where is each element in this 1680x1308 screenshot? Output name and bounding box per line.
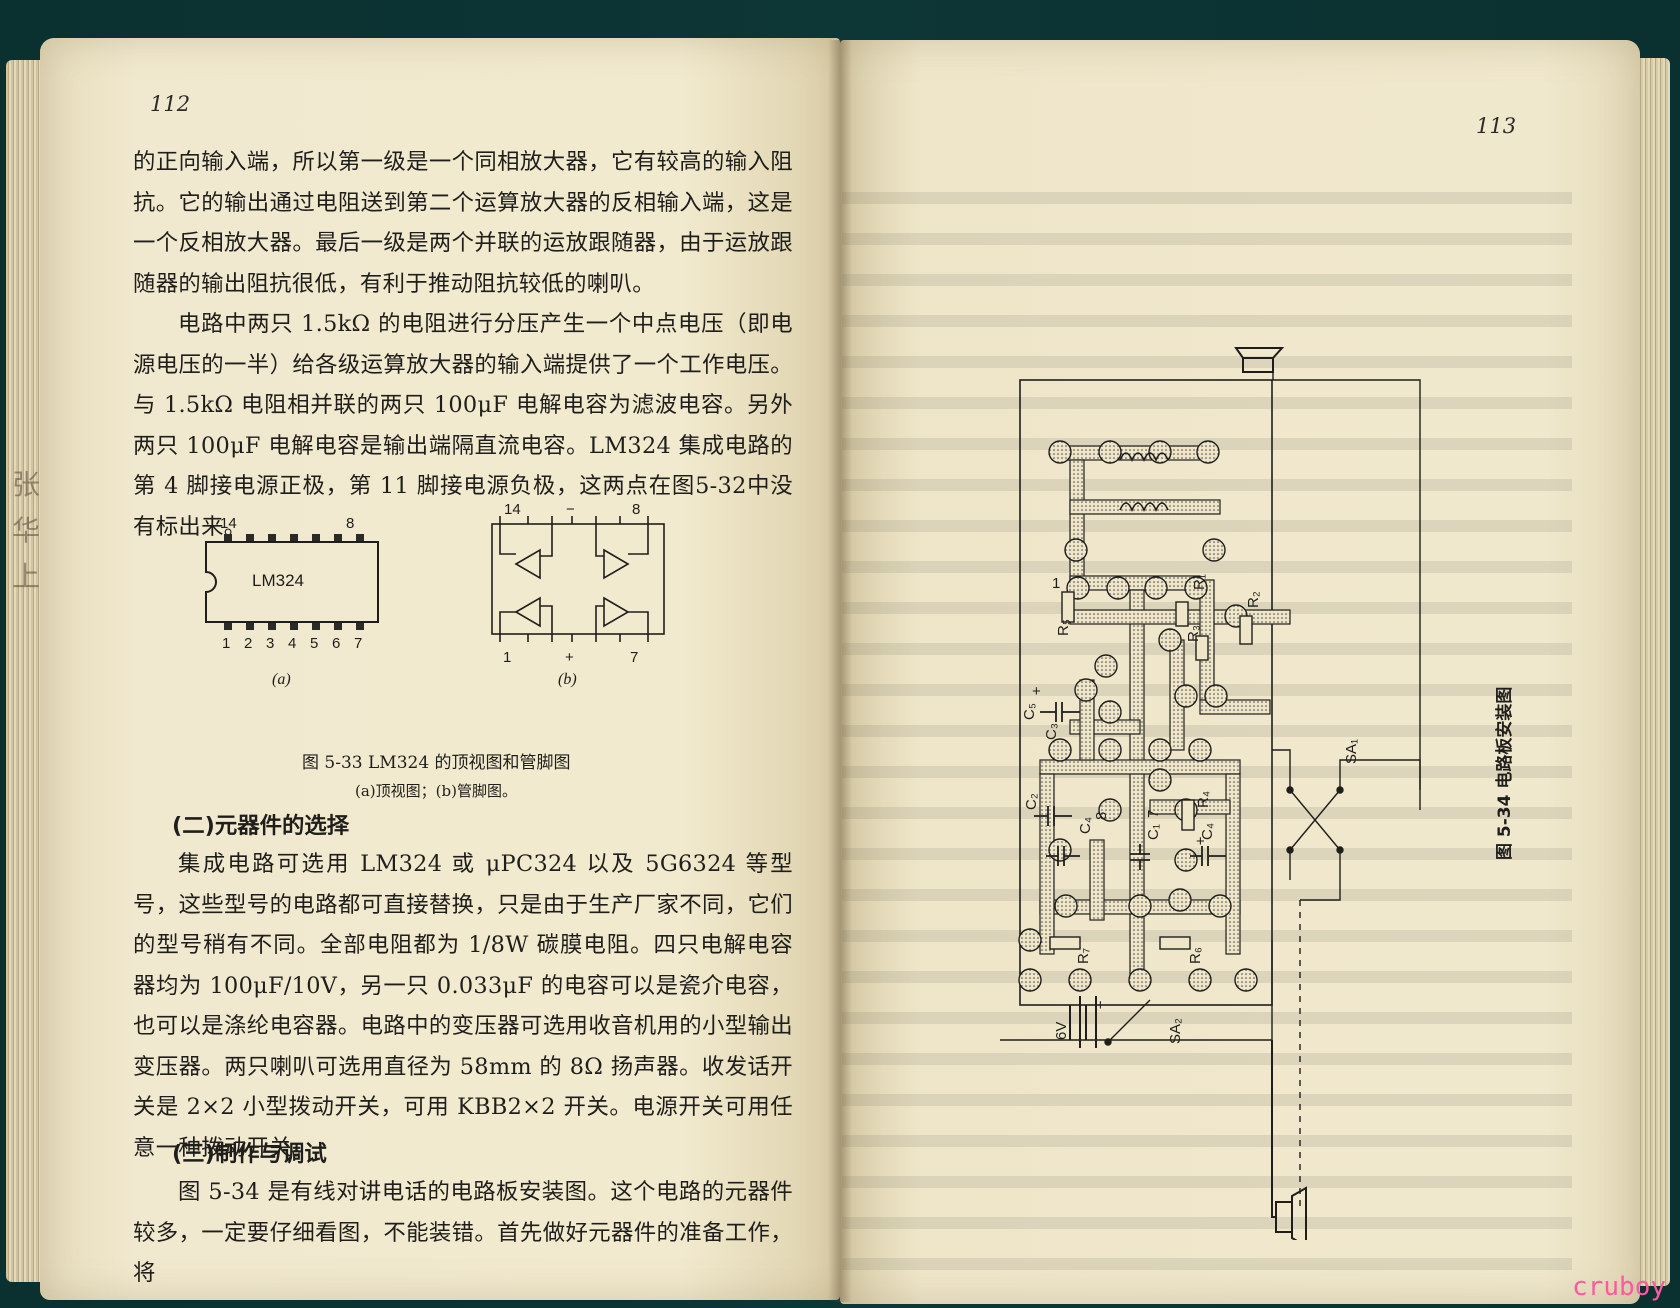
pcb-pads bbox=[1018, 440, 1258, 992]
section-2-heading: (二)元器件的选择 bbox=[172, 813, 350, 839]
svg-text:1: 1 bbox=[222, 635, 230, 652]
svg-text:C₅: C₅ bbox=[1021, 703, 1038, 720]
pcb-labels: R₅ R₁ R₂ R₃ R₄ R₆ R₇ C₅ C₃ C₂ C₁ C₄ C₄ 1… bbox=[1021, 574, 1262, 1040]
section-2-text: 集成电路可选用 LM324 或 μPC324 以及 5G6324 等型号，这些型… bbox=[133, 844, 793, 1168]
top-pins bbox=[224, 534, 364, 630]
battery bbox=[1069, 996, 1097, 1048]
svg-text:5: 5 bbox=[310, 635, 318, 652]
svg-text:C₃: C₃ bbox=[1043, 723, 1060, 740]
svg-text:R₇: R₇ bbox=[1075, 948, 1092, 964]
b-minus: − bbox=[566, 501, 575, 518]
sa1-label: SA₁ bbox=[1343, 739, 1360, 764]
b-pin-8: 8 bbox=[632, 501, 640, 518]
resistors bbox=[1049, 591, 1253, 950]
figure-5-33-subcaption: (a)顶视图；(b)管脚图。 bbox=[355, 782, 517, 800]
bottom-pin-numbers: 1 2 3 4 5 6 7 bbox=[222, 635, 362, 652]
b-plus: + bbox=[565, 649, 574, 666]
svg-text:R₁: R₁ bbox=[1191, 574, 1208, 590]
svg-text:1: 1 bbox=[1052, 575, 1060, 592]
chip-label: LM324 bbox=[252, 571, 304, 590]
svg-text:8: 8 bbox=[1093, 812, 1110, 820]
switch-sa2 bbox=[1104, 999, 1151, 1046]
right-page-number: 113 bbox=[1476, 114, 1517, 138]
figure-a-label: (a) bbox=[272, 671, 291, 688]
paragraph-1: 的正向输入端，所以第一级是一个同相放大器，它有较高的输入阻抗。它的输出通过电阻送… bbox=[133, 149, 793, 297]
pcb-traces bbox=[1039, 445, 1291, 981]
svg-text:C₄: C₄ bbox=[1199, 823, 1216, 840]
sa2-label: SA₂ bbox=[1167, 1018, 1184, 1044]
figure-5-33: 14 8 LM324 1 2 3 4 5 6 7 (a) 14 − 8 bbox=[205, 501, 665, 688]
svg-text:7: 7 bbox=[354, 635, 362, 652]
section-3-heading: (三)制作与调试 bbox=[172, 1141, 327, 1167]
figure-5-34-pcb: R₅ R₁ R₂ R₃ R₄ R₆ R₇ C₅ C₃ C₂ C₁ C₄ C₄ 1… bbox=[1000, 347, 1421, 1240]
section-2-paragraph: 集成电路可选用 LM324 或 μPC324 以及 5G6324 等型号，这些型… bbox=[133, 851, 793, 1161]
left-page bbox=[40, 38, 840, 1300]
switch-sa1 bbox=[1272, 749, 1421, 1210]
book-gutter bbox=[828, 40, 852, 1302]
svg-text:6V: 6V bbox=[1053, 1022, 1070, 1040]
board-outline bbox=[1019, 379, 1273, 1006]
speaker-2 bbox=[1271, 1040, 1307, 1240]
svg-text:6: 6 bbox=[332, 635, 340, 652]
svg-text:图 5-34 电路板安装图: 图 5-34 电路板安装图 bbox=[1494, 687, 1515, 860]
watermark: cruboy bbox=[1572, 1272, 1666, 1302]
right-page bbox=[840, 40, 1640, 1304]
svg-text:2: 2 bbox=[244, 635, 252, 652]
section-3-paragraph: 图 5-34 是有线对讲电话的电路板安装图。这个电路的元器件较多，一定要仔细看图… bbox=[133, 1179, 793, 1286]
svg-text:C₁: C₁ bbox=[1145, 824, 1162, 840]
b-pin-14: 14 bbox=[504, 501, 521, 518]
svg-text:R₂: R₂ bbox=[1245, 591, 1262, 608]
section-3-text: 图 5-34 是有线对讲电话的电路板安装图。这个电路的元器件较多，一定要仔细看图… bbox=[133, 1172, 793, 1294]
pin-14-label: 14 bbox=[220, 515, 237, 532]
b-pin-1: 1 bbox=[503, 649, 511, 666]
svg-text:7: 7 bbox=[1145, 810, 1162, 818]
svg-text:3: 3 bbox=[266, 635, 274, 652]
svg-text:C₂: C₂ bbox=[1023, 793, 1040, 810]
figure-5-33-caption: 图 5-33 LM324 的顶视图和管脚图 bbox=[302, 753, 571, 773]
svg-text:R₆: R₆ bbox=[1187, 947, 1204, 964]
margin-handwriting: 张华上 bbox=[12, 468, 41, 593]
paragraph-2: 电路中两只 1.5kΩ 的电阻进行分压产生一个中点电压（即电源电压的一半）给各级… bbox=[133, 311, 793, 540]
pin-8-label: 8 bbox=[346, 515, 354, 532]
svg-text:+: + bbox=[1196, 833, 1205, 850]
figure-5-34-caption: 图 5-34 电路板安装图 bbox=[1494, 687, 1515, 860]
b-pin-7: 7 bbox=[630, 649, 638, 666]
figure-b-label: (b) bbox=[558, 671, 577, 688]
svg-text:4: 4 bbox=[288, 635, 296, 652]
capacitors bbox=[1034, 702, 1226, 870]
left-page-number: 112 bbox=[150, 92, 191, 116]
svg-text:R₃: R₃ bbox=[1185, 625, 1202, 642]
svg-text:R₅: R₅ bbox=[1055, 619, 1072, 636]
transformer bbox=[1119, 452, 1169, 513]
speaker-1 bbox=[1234, 347, 1285, 373]
left-page-text-top: 的正向输入端，所以第一级是一个同相放大器，它有较高的输入阻抗。它的输出通过电阻送… bbox=[133, 142, 793, 547]
svg-text:R₄: R₄ bbox=[1195, 791, 1212, 808]
chip-body bbox=[205, 541, 379, 623]
svg-text:+: + bbox=[1096, 997, 1105, 1014]
svg-text:C₄: C₄ bbox=[1077, 817, 1094, 834]
pinout-diagram bbox=[491, 516, 665, 642]
svg-text:+: + bbox=[1032, 683, 1041, 700]
